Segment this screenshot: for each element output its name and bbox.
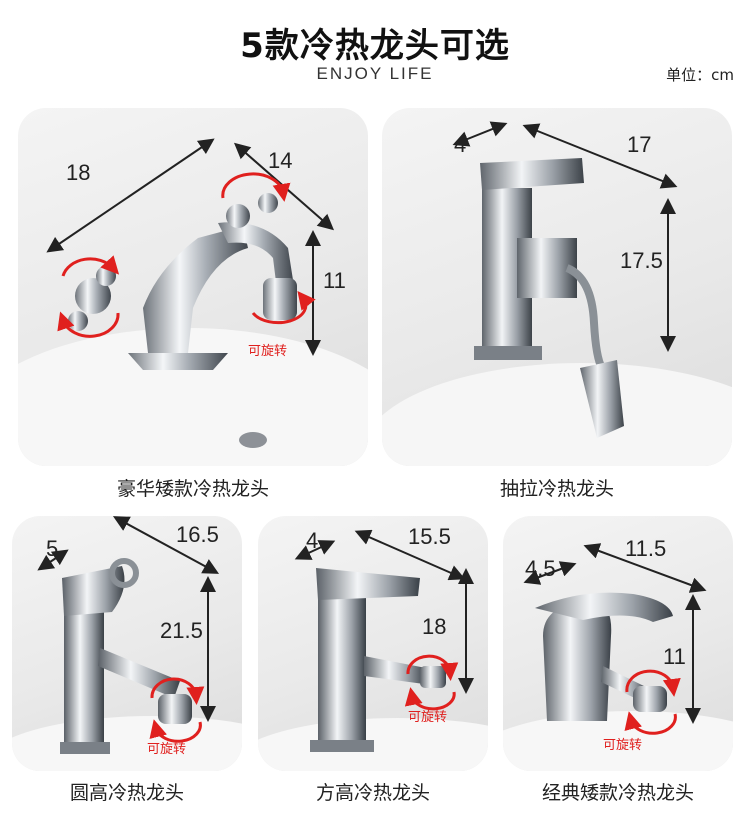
unit-label: 单位：cm <box>666 66 734 84</box>
dimension-depth: 16.5 <box>176 522 219 547</box>
dimension-height: 11 <box>663 644 686 669</box>
product-card-square-tall[interactable]: 4 15.5 18 可旋转 <box>258 516 488 771</box>
faucet-illustration-square-tall <box>258 529 488 771</box>
faucet-illustration-pull-out <box>382 121 732 466</box>
dimension-depth: 17 <box>627 132 652 157</box>
rotate-label: 可旋转 <box>147 742 187 757</box>
dimension-height: 21.5 <box>160 618 203 643</box>
dimension-width: 4 <box>306 528 319 553</box>
faucet-illustration-classic-short <box>503 543 733 771</box>
page-subtitle: ENJOY LIFE <box>316 64 434 83</box>
dimension-depth: 15.5 <box>408 524 451 549</box>
rotate-label: 可旋转 <box>408 710 448 725</box>
rotate-label: 可旋转 <box>603 738 643 753</box>
faucet-illustration-luxury <box>18 138 368 466</box>
page-title: 5款冷热龙头可选 <box>240 26 510 66</box>
dimension-width: 5 <box>46 536 59 561</box>
dimension-height: 17.5 <box>620 248 663 273</box>
product-card-round-tall[interactable]: 5 16.5 21.5 可旋转 <box>12 516 242 771</box>
product-caption-pull-out: 抽拉冷热龙头 <box>499 478 614 500</box>
dimension-height: 11 <box>323 268 346 293</box>
dimension-width: 18 <box>66 160 91 185</box>
product-card-pull-out[interactable]: 4 17 17.5 <box>382 108 732 466</box>
product-card-classic-short[interactable]: 4.5 11.5 11 可旋转 <box>503 516 733 771</box>
dimension-depth: 14 <box>268 148 293 173</box>
dimension-width: 4 <box>454 132 467 157</box>
product-caption-round-tall: 圆高冷热龙头 <box>69 782 184 804</box>
faucet-illustration-round-tall <box>12 516 242 771</box>
product-caption-luxury-short: 豪华矮款冷热龙头 <box>116 478 269 500</box>
dimension-width: 4.5 <box>525 556 556 581</box>
product-caption-classic-short: 经典矮款冷热龙头 <box>541 782 694 804</box>
rotate-label: 可旋转 <box>248 344 288 359</box>
product-card-luxury-short[interactable]: 18 14 11 可旋转 <box>18 108 368 466</box>
product-caption-square-tall: 方高冷热龙头 <box>315 782 430 804</box>
dimension-depth: 11.5 <box>625 536 667 561</box>
dimension-height: 18 <box>422 614 447 639</box>
